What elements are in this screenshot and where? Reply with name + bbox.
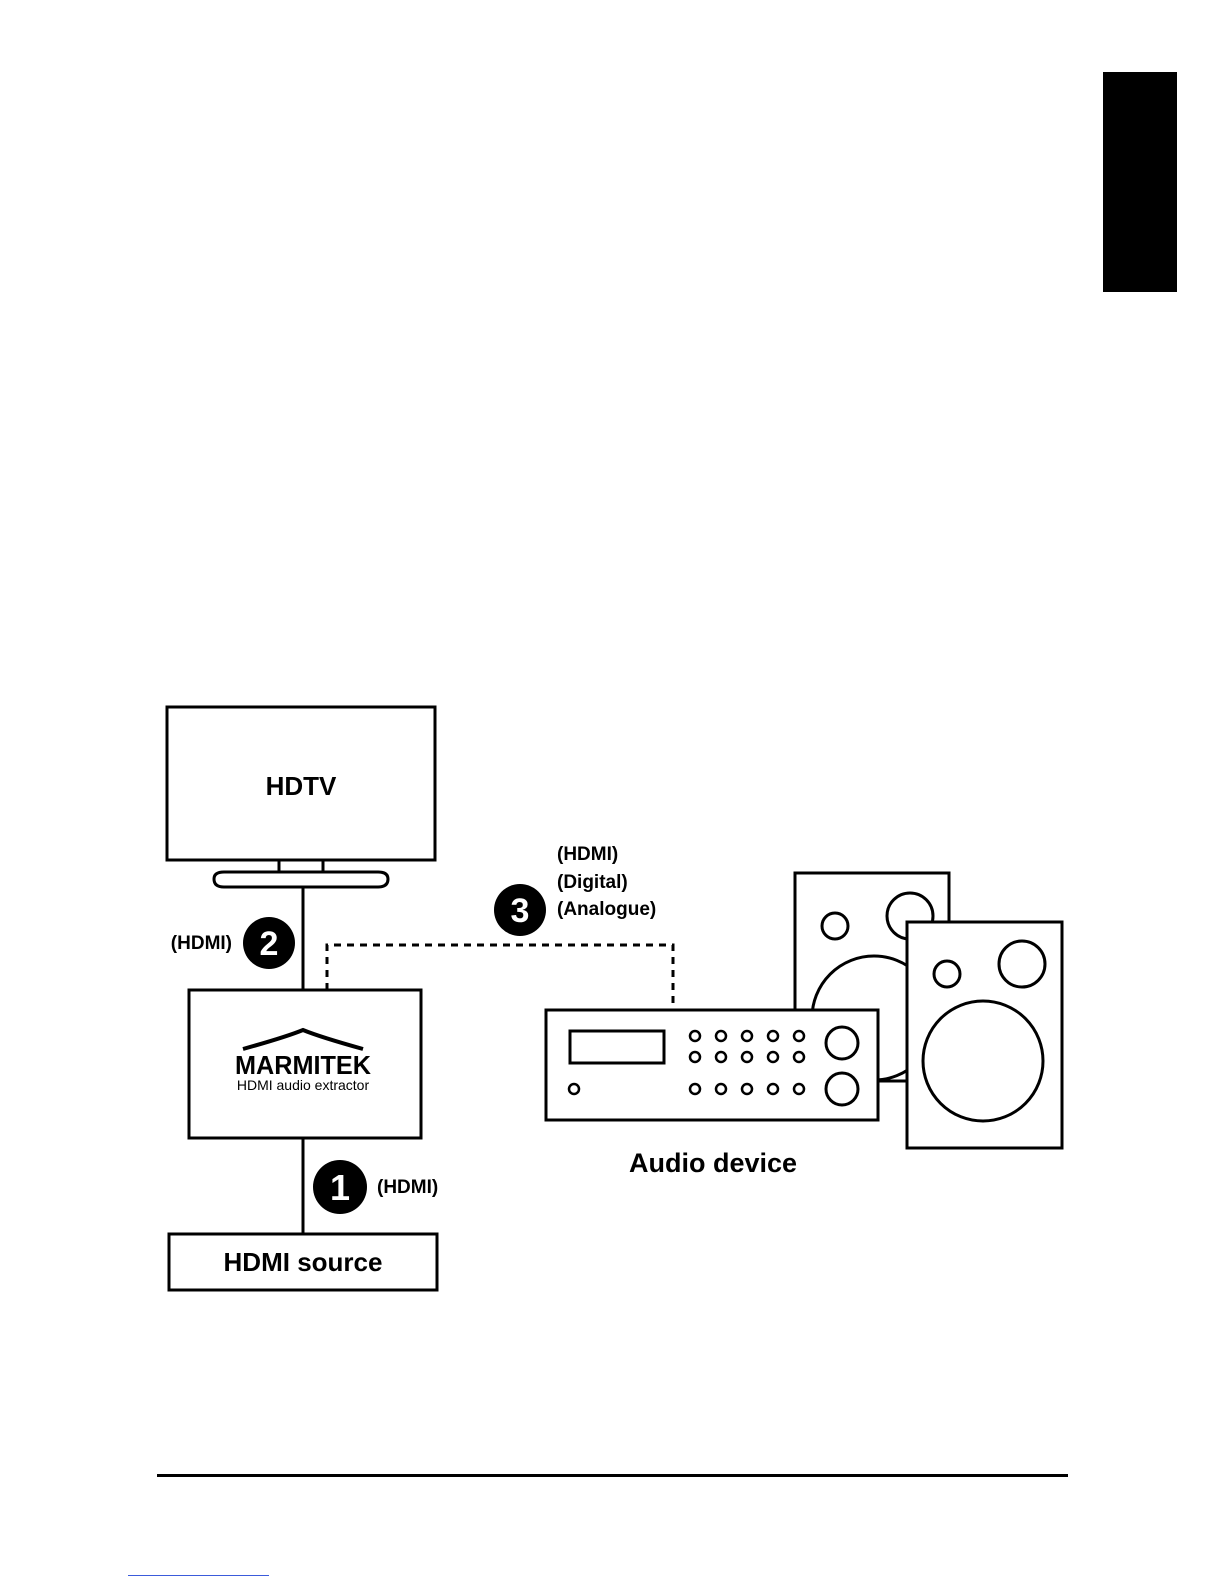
speaker-icon	[907, 922, 1062, 1148]
connection-2-label: (HDMI)	[171, 933, 232, 954]
tv-neck	[279, 860, 323, 872]
receiver-icon	[546, 1010, 878, 1120]
receiver-knob-top	[826, 1027, 858, 1059]
connection-1-number: 1	[330, 1167, 350, 1208]
connection-3-label-analogue: (Analogue)	[557, 899, 656, 920]
connection-1-label: (HDMI)	[377, 1177, 438, 1198]
audio-device-label: Audio device	[629, 1148, 797, 1178]
speaker-front-tweeter-small	[934, 961, 960, 987]
connection-3-number: 3	[511, 892, 530, 930]
speaker-front-woofer	[923, 1001, 1043, 1121]
extractor-brand: MARMITEK	[235, 1050, 371, 1080]
tv-stand	[214, 872, 388, 887]
connection-3-label-hdmi: (HDMI)	[557, 844, 618, 865]
hdtv-label: HDTV	[266, 771, 337, 801]
connection-3-label-digital: (Digital)	[557, 872, 628, 893]
footer-rule	[157, 1474, 1068, 1477]
speaker-front-tweeter-large	[999, 941, 1045, 987]
hdmi-source-label: HDMI source	[224, 1247, 383, 1277]
extractor-model: HDMI audio extractor	[237, 1077, 370, 1093]
footer-link-underline	[128, 1575, 269, 1576]
receiver-body	[546, 1010, 878, 1120]
speaker-back-tweeter-small	[822, 913, 848, 939]
connection-2-number: 2	[260, 925, 279, 963]
receiver-knob-bottom	[826, 1073, 858, 1105]
receiver-power-led	[569, 1084, 579, 1094]
receiver-display	[570, 1031, 664, 1063]
